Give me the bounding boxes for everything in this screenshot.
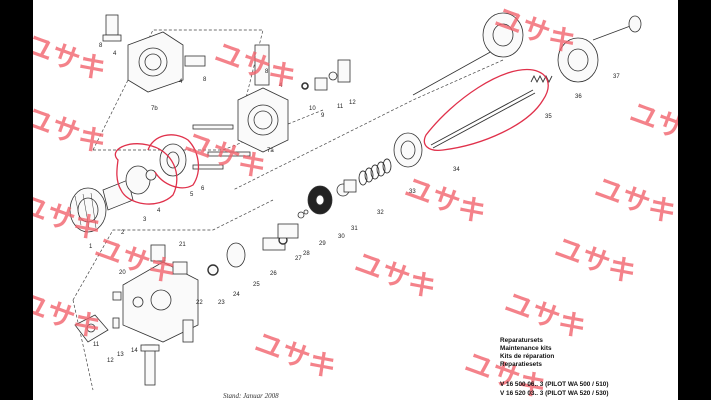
label-27: 27	[295, 256, 302, 262]
watermark-text: ユサキ	[401, 171, 491, 231]
label-37: 37	[613, 74, 620, 80]
fitting-8	[102, 14, 122, 42]
label-1: 1	[89, 244, 93, 250]
nut-33	[393, 132, 423, 168]
exploded-view-drawing: 8 4 4 8 7b 7a 4 8 9 10 11 12 6 5 4 3 2 1…	[33, 1, 678, 400]
label-13: 11	[93, 342, 100, 348]
watermark-text: ユサキ	[626, 96, 678, 156]
small-parts-9-12	[301, 59, 351, 91]
label-12: 12	[349, 100, 356, 106]
spring-32	[358, 158, 392, 186]
watermark-text: ユサキ	[591, 171, 678, 231]
kit-code-520: V 16 520 03.. 3 (PILOT WA 520 / 530)	[500, 390, 609, 397]
spring-35	[530, 74, 553, 84]
label-22: 22	[196, 300, 203, 306]
part-number-labels: 8 4 4 8 7b 7a 4 8 9 10 11 12 6 5 4 3 2 1…	[89, 43, 620, 364]
label-7a: 7a	[267, 148, 274, 154]
label-33: 33	[409, 189, 416, 195]
label-4c: 4	[279, 83, 283, 89]
label-36: 36	[575, 94, 582, 100]
kit-code-500: V 16 500 06.. 3 (PILOT WA 500 / 510)	[500, 381, 609, 388]
parts-13-16	[74, 314, 160, 386]
label-8: 8	[99, 43, 103, 49]
label-15: 13	[117, 352, 124, 358]
label-6: 6	[201, 186, 205, 192]
knob-1	[69, 187, 107, 233]
label-8b: 8	[203, 77, 207, 83]
screws-6	[192, 124, 251, 170]
label-4: 4	[113, 51, 117, 57]
maintenance-kit-legend: Reparatursets Maintenance kits Kits de r…	[500, 337, 554, 369]
label-4d: 4	[157, 208, 161, 214]
legend-line-nl: Reparatiesets	[500, 361, 542, 368]
label-28: 28	[303, 251, 310, 257]
label-25: 25	[253, 282, 260, 288]
label-16: 14	[131, 348, 138, 354]
legend-line-fr: Kits de réparation	[500, 353, 555, 360]
label-34: 34	[453, 167, 460, 173]
label-31: 31	[351, 226, 358, 232]
parts-2-5	[102, 143, 187, 211]
parts-23-31	[207, 179, 357, 276]
dashed-assembly-lines	[72, 29, 504, 391]
label-4b: 4	[179, 79, 183, 85]
legend-line-en: Maintenance kits	[500, 345, 552, 352]
label-26: 26	[270, 271, 277, 277]
label-3: 3	[143, 217, 147, 223]
label-23: 23	[218, 300, 225, 306]
needle-top	[412, 12, 642, 96]
label-11: 11	[337, 104, 344, 110]
label-5: 5	[190, 192, 194, 198]
watermark-text: ユサキ	[33, 101, 111, 161]
label-35: 35	[545, 114, 552, 120]
revision-date: Stand: Januar 2008	[223, 392, 279, 400]
needle-34	[430, 89, 536, 149]
watermark-text: ユサキ	[351, 246, 441, 306]
label-32: 32	[377, 210, 384, 216]
label-10: 10	[309, 106, 316, 112]
label-9: 9	[321, 113, 325, 119]
watermark-text: ユサキ	[211, 36, 301, 96]
watermark-text: ユサキ	[33, 28, 111, 88]
label-8c: 8	[265, 69, 269, 75]
parts-drawing-page: 8 4 4 8 7b 7a 4 8 9 10 11 12 6 5 4 3 2 1…	[33, 0, 678, 400]
label-7b: 7b	[151, 106, 158, 112]
block-22	[112, 244, 199, 343]
watermark-text: ユサキ	[33, 286, 106, 346]
housing-7b	[127, 31, 206, 93]
housing-7a	[237, 44, 289, 153]
label-21: 21	[179, 242, 186, 248]
kit-codes: V 16 500 06.. 3 (PILOT WA 500 / 510) V 1…	[500, 380, 608, 398]
legend-line-de: Reparatursets	[500, 337, 543, 344]
label-29: 29	[319, 241, 326, 247]
label-14: 12	[107, 358, 114, 364]
label-24: 24	[233, 292, 240, 298]
red-markup	[114, 68, 549, 205]
watermark-text: ユサキ	[251, 326, 341, 386]
watermark-text: ユサキ	[551, 231, 641, 291]
label-2: 2	[121, 230, 125, 236]
label-20: 20	[119, 270, 126, 276]
label-30: 30	[338, 234, 345, 240]
